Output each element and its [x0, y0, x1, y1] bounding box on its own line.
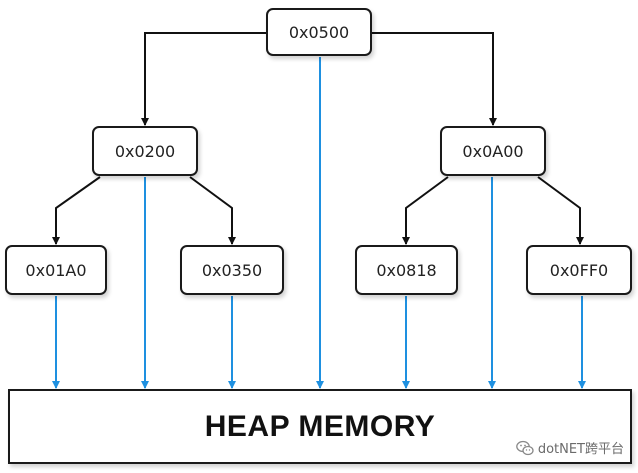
node-left-right: 0x0350	[180, 245, 284, 295]
heap-memory-label: HEAP MEMORY	[204, 410, 436, 443]
edge-root-left	[141, 32, 268, 126]
edge-left-leftleft	[52, 176, 101, 245]
edge-left-leftright	[189, 176, 236, 245]
watermark: dotNET跨平台	[515, 438, 624, 457]
watermark-text: dotNET跨平台	[537, 442, 624, 457]
node-right-left: 0x0818	[355, 245, 458, 295]
node-left-left: 0x01A0	[5, 245, 107, 295]
edge-root-right	[370, 32, 497, 126]
wechat-icon	[515, 440, 534, 455]
node-right-right: 0x0FF0	[526, 245, 632, 295]
edge-right-rightleft	[402, 176, 449, 245]
node-left: 0x0200	[92, 126, 198, 176]
node-right: 0x0A00	[440, 126, 546, 176]
node-root: 0x0500	[266, 8, 372, 56]
edge-right-rightright	[537, 176, 584, 245]
heap-memory-box: HEAP MEMORY	[8, 389, 632, 464]
